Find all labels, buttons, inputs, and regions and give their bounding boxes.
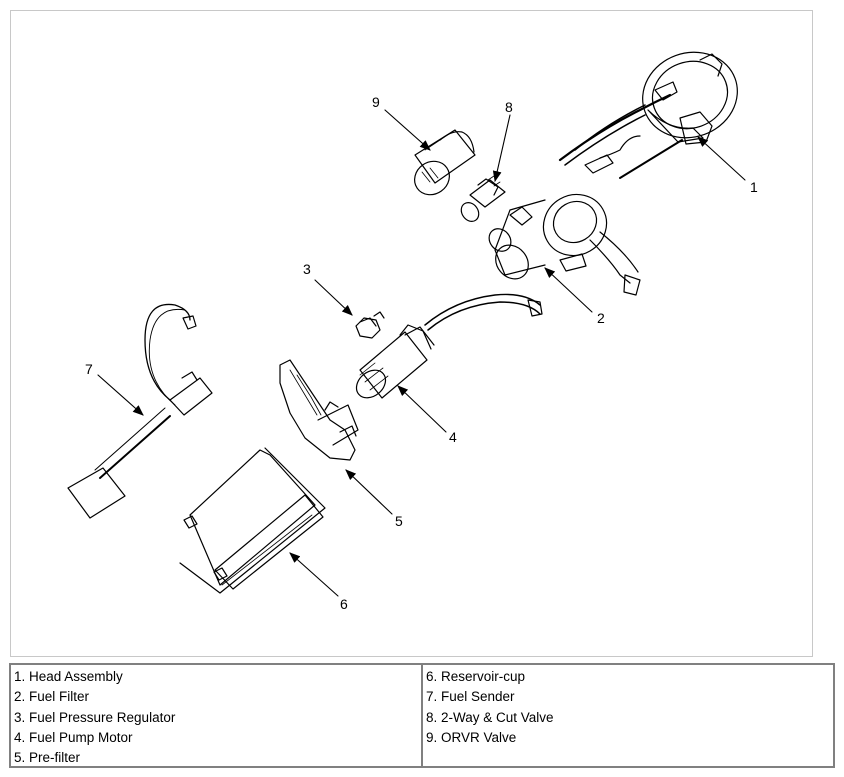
callout-7: 7 (85, 361, 93, 377)
legend-column-left: 1. Head Assembly 2. Fuel Filter 3. Fuel … (11, 665, 421, 766)
two-way-cut-valve-part (460, 175, 506, 222)
pre-filter-part (279, 359, 359, 461)
legend-item: 3. Fuel Pressure Regulator (14, 709, 176, 725)
orvr-valve-part (414, 129, 476, 196)
callout-4: 4 (449, 429, 457, 445)
callout-3: 3 (303, 261, 311, 277)
callout-2: 2 (597, 310, 605, 326)
exploded-diagram: 1 2 3 4 5 6 7 8 9 (67, 51, 758, 612)
legend-item: 4. Fuel Pump Motor (14, 729, 133, 745)
reservoir-cup-part (179, 447, 326, 594)
callout-5: 5 (395, 513, 403, 529)
legend-item: 7. Fuel Sender (426, 689, 515, 705)
diagram-frame (10, 10, 813, 657)
callout-6: 6 (340, 596, 348, 612)
legend-item: 8. 2-Way & Cut Valve (426, 709, 554, 725)
fuel-pressure-regulator-part (355, 311, 385, 339)
legend-item: 6. Reservoir-cup (426, 669, 526, 684)
fuel-filter-part (488, 193, 641, 296)
leader-lines (97, 109, 746, 597)
parts-legend: 1. Head Assembly 2. Fuel Filter 3. Fuel … (9, 663, 835, 768)
callout-9: 9 (372, 94, 380, 110)
legend-item: 2. Fuel Filter (14, 689, 90, 705)
head-assembly-part (558, 51, 738, 179)
fuel-sender-part (67, 303, 213, 519)
legend-item: 1. Head Assembly (14, 669, 123, 684)
fuel-pump-motor-part (355, 293, 543, 399)
legend-item: 9. ORVR Valve (426, 729, 517, 745)
callout-8: 8 (505, 99, 513, 115)
legend-item: 5. Pre-filter (14, 750, 81, 766)
legend-column-right: 6. Reservoir-cup 7. Fuel Sender 8. 2-Way… (421, 665, 833, 766)
callout-1: 1 (750, 179, 758, 195)
